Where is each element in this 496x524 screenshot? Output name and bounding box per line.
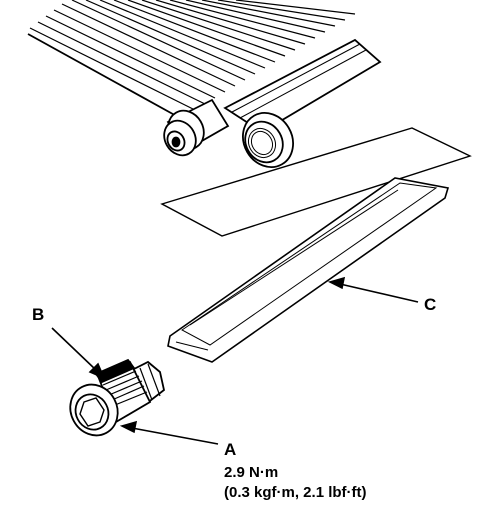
torque-spec-nm: 2.9 N·m [224, 464, 278, 481]
filter-cap-plug [69, 358, 166, 437]
condenser-core [27, 0, 356, 119]
desiccant-plate [160, 127, 472, 237]
callout-a-label: A [224, 440, 236, 459]
leader-lines [51, 276, 419, 445]
receiver-tank [223, 38, 382, 134]
tank-threaded-end [242, 112, 294, 168]
condenser-pipe-fitting [163, 98, 230, 157]
torque-spec-imperial: (0.3 kgf·m, 2.1 lbf·ft) [224, 484, 367, 501]
callout-b-label: B [32, 305, 44, 324]
callout-c-label: C [424, 295, 436, 314]
filter-desiccant-bag [167, 177, 450, 363]
